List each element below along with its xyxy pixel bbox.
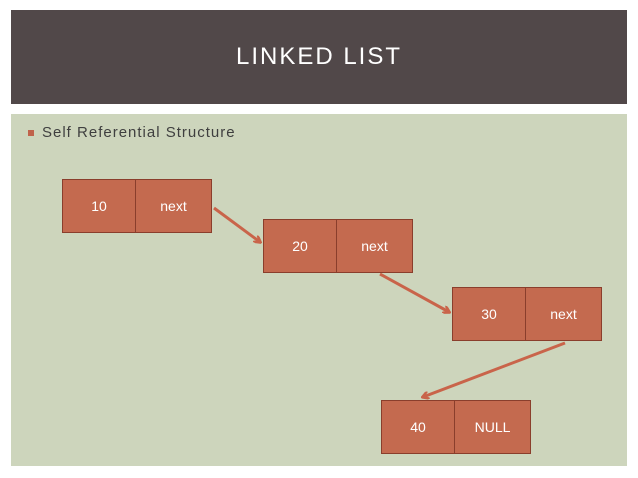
bullet-text: Self Referential Structure xyxy=(42,124,236,141)
node-3-pointer: next xyxy=(526,287,602,341)
bullet-square-icon xyxy=(28,129,34,136)
node-1-data: 10 xyxy=(62,179,136,233)
node-4-data: 40 xyxy=(381,400,455,454)
node-1-pointer: next xyxy=(136,179,212,233)
node-2-data: 20 xyxy=(263,219,337,273)
title-bar: LINKED LIST xyxy=(11,10,627,104)
node-2-pointer: next xyxy=(337,219,413,273)
bullet-item: Self Referential Structure xyxy=(28,124,236,141)
list-node-4: 40 NULL xyxy=(381,400,531,454)
list-node-2: 20 next xyxy=(263,219,413,273)
node-4-pointer: NULL xyxy=(455,400,531,454)
list-node-1: 10 next xyxy=(62,179,212,233)
slide-title: LINKED LIST xyxy=(235,43,403,70)
node-3-data: 30 xyxy=(452,287,526,341)
list-node-3: 30 next xyxy=(452,287,602,341)
